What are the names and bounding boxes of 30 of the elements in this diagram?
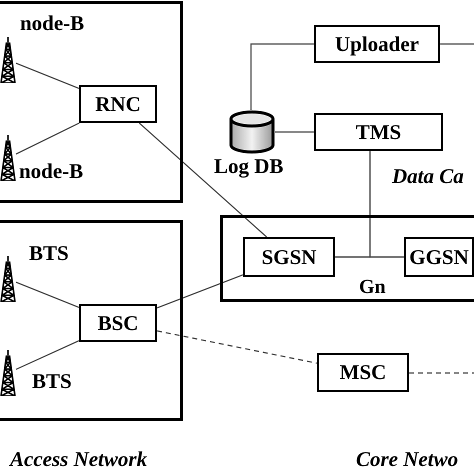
process-box: Uploader xyxy=(314,25,440,63)
node-label: node-B xyxy=(20,13,84,34)
connector-line xyxy=(16,282,80,308)
connector-line xyxy=(16,340,80,370)
connector-line xyxy=(16,62,80,89)
connector-line xyxy=(138,122,268,238)
connector-line xyxy=(156,274,244,308)
network-frame xyxy=(0,1,183,203)
process-box: RNC xyxy=(79,85,157,123)
connector-line xyxy=(409,372,474,374)
network-label: Access Network xyxy=(10,449,148,470)
node-label: Log DB xyxy=(214,156,284,177)
node-label: BTS xyxy=(32,371,72,392)
node-label: BTS xyxy=(29,243,69,264)
process-box: MSC xyxy=(317,353,409,392)
network-label: Core Netwo xyxy=(356,449,458,470)
process-box: GGSN xyxy=(404,237,474,277)
region-label: Data Ca xyxy=(392,166,464,187)
connector-line xyxy=(369,151,404,258)
connector-line xyxy=(250,43,314,110)
process-box: SGSN xyxy=(243,237,335,277)
connector-line xyxy=(275,131,314,133)
network-frame xyxy=(0,220,183,421)
process-box: TMS xyxy=(314,113,443,151)
connector-line xyxy=(440,43,474,45)
connector-line xyxy=(16,122,80,155)
connector-line xyxy=(156,330,318,364)
node-label: node-B xyxy=(19,161,84,182)
network-frame xyxy=(220,215,474,302)
process-box: BSC xyxy=(79,304,157,342)
